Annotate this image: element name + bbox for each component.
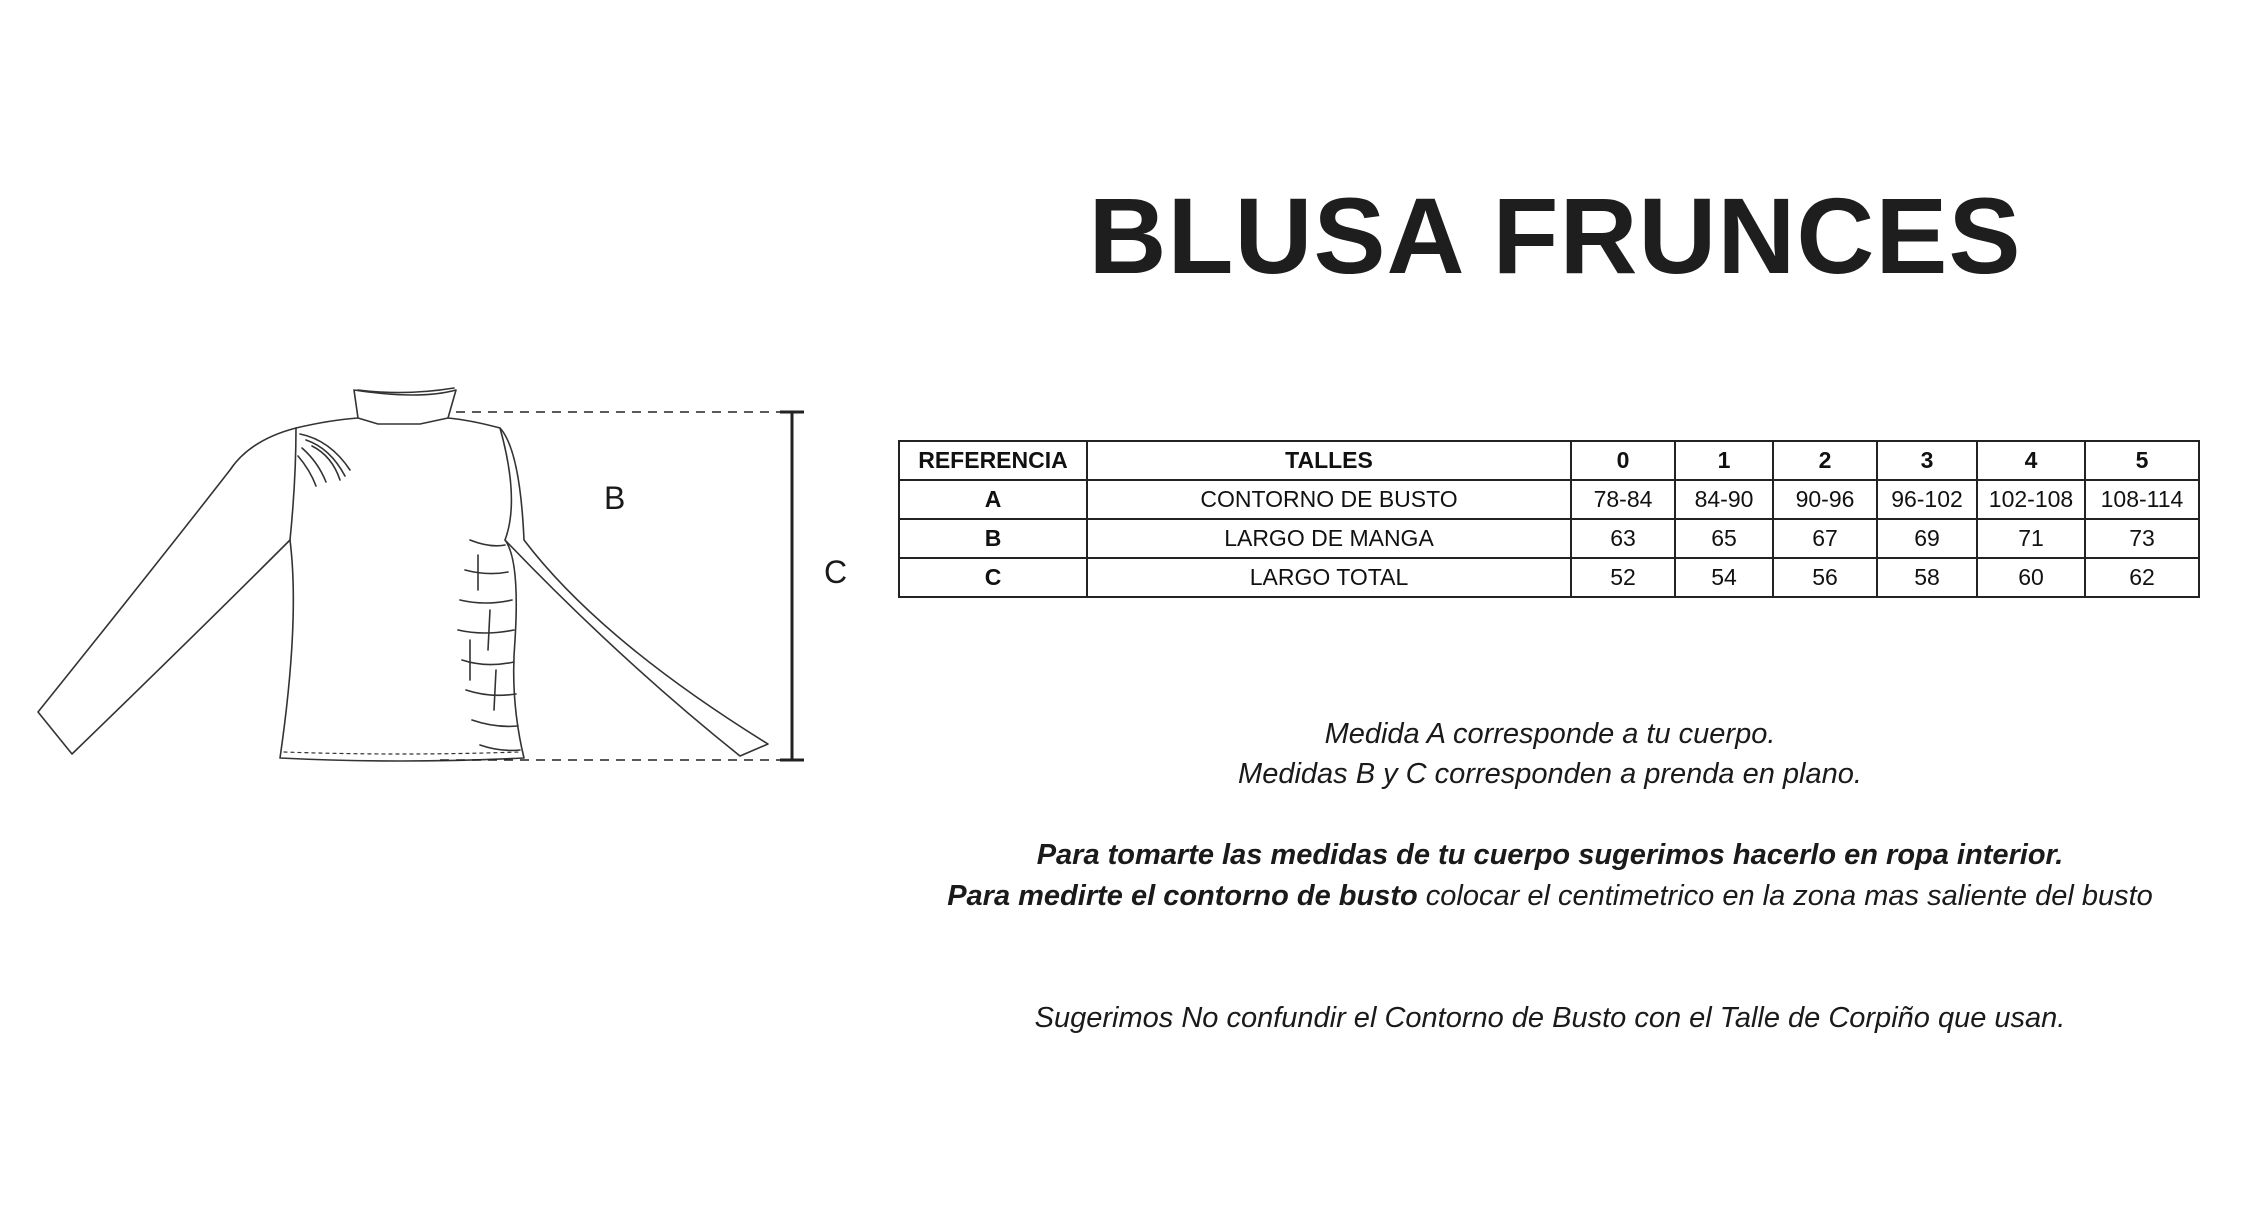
blouse-diagram: [37, 387, 804, 762]
table-header-row: REFERENCIA TALLES 0 1 2 3 4 5: [898, 440, 2200, 481]
cell-value: 73: [2084, 518, 2200, 559]
row-ref: C: [898, 557, 1088, 598]
row-measure: CONTORNO DE BUSTO: [1086, 479, 1572, 520]
header-size-0: 0: [1570, 440, 1676, 481]
row-ref: B: [898, 518, 1088, 559]
note-line-5: Sugerimos No confundir el Contorno de Bu…: [1034, 1002, 2066, 1034]
note-line-4-bold: Para medirte el contorno de busto: [947, 880, 1418, 912]
header-size-5: 5: [2084, 440, 2200, 481]
note-line-4: Para medirte el contorno de busto coloca…: [900, 882, 2200, 911]
blouse-outline: [353, 389, 457, 425]
note-line-2: Medidas B y C corresponden a prenda en p…: [1238, 758, 1862, 790]
cell-value: 96-102: [1876, 479, 1978, 520]
row-measure: LARGO TOTAL: [1086, 557, 1572, 598]
cell-value: 54: [1674, 557, 1774, 598]
blouse-body: [279, 417, 525, 762]
cell-value: 84-90: [1674, 479, 1774, 520]
page-title: BLUSA FRUNCES: [1088, 175, 2022, 296]
header-size-2: 2: [1772, 440, 1878, 481]
cell-value: 63: [1570, 518, 1676, 559]
left-sleeve: [37, 427, 297, 755]
header-size-1: 1: [1674, 440, 1774, 481]
row-measure: LARGO DE MANGA: [1086, 518, 1572, 559]
table-row: A CONTORNO DE BUSTO 78-84 84-90 90-96 96…: [898, 479, 2200, 520]
cell-value: 52: [1570, 557, 1676, 598]
cell-value: 67: [1772, 518, 1878, 559]
header-talles: TALLES: [1086, 440, 1572, 481]
cell-value: 69: [1876, 518, 1978, 559]
table-row: C LARGO TOTAL 52 54 56 58 60 62: [898, 557, 2200, 598]
right-sleeve: [499, 427, 769, 757]
note-line-1: Medida A corresponde a tu cuerpo.: [1324, 718, 1776, 750]
cell-value: 58: [1876, 557, 1978, 598]
cell-value: 78-84: [1570, 479, 1676, 520]
table-row: B LARGO DE MANGA 63 65 67 69 71 73: [898, 518, 2200, 559]
cell-value: 102-108: [1976, 479, 2086, 520]
cell-value: 62: [2084, 557, 2200, 598]
cell-value: 60: [1976, 557, 2086, 598]
note-line-3: Para tomarte las medidas de tu cuerpo su…: [900, 841, 2200, 870]
header-size-3: 3: [1876, 440, 1978, 481]
note-line-4-rest: colocar el centimetrico en la zona mas s…: [1417, 880, 2153, 912]
cell-value: 56: [1772, 557, 1878, 598]
cell-value: 71: [1976, 518, 2086, 559]
header-size-4: 4: [1976, 440, 2086, 481]
row-ref: A: [898, 479, 1088, 520]
label-c: C: [824, 554, 848, 590]
cell-value: 65: [1674, 518, 1774, 559]
cell-value: 108-114: [2084, 479, 2200, 520]
label-b: B: [604, 480, 626, 516]
header-referencia: REFERENCIA: [898, 440, 1088, 481]
size-table: REFERENCIA TALLES 0 1 2 3 4 5 A CONTORNO…: [898, 440, 2200, 598]
note-line-3-bold: Para tomarte las medidas de tu cuerpo su…: [1036, 839, 2064, 871]
cell-value: 90-96: [1772, 479, 1878, 520]
